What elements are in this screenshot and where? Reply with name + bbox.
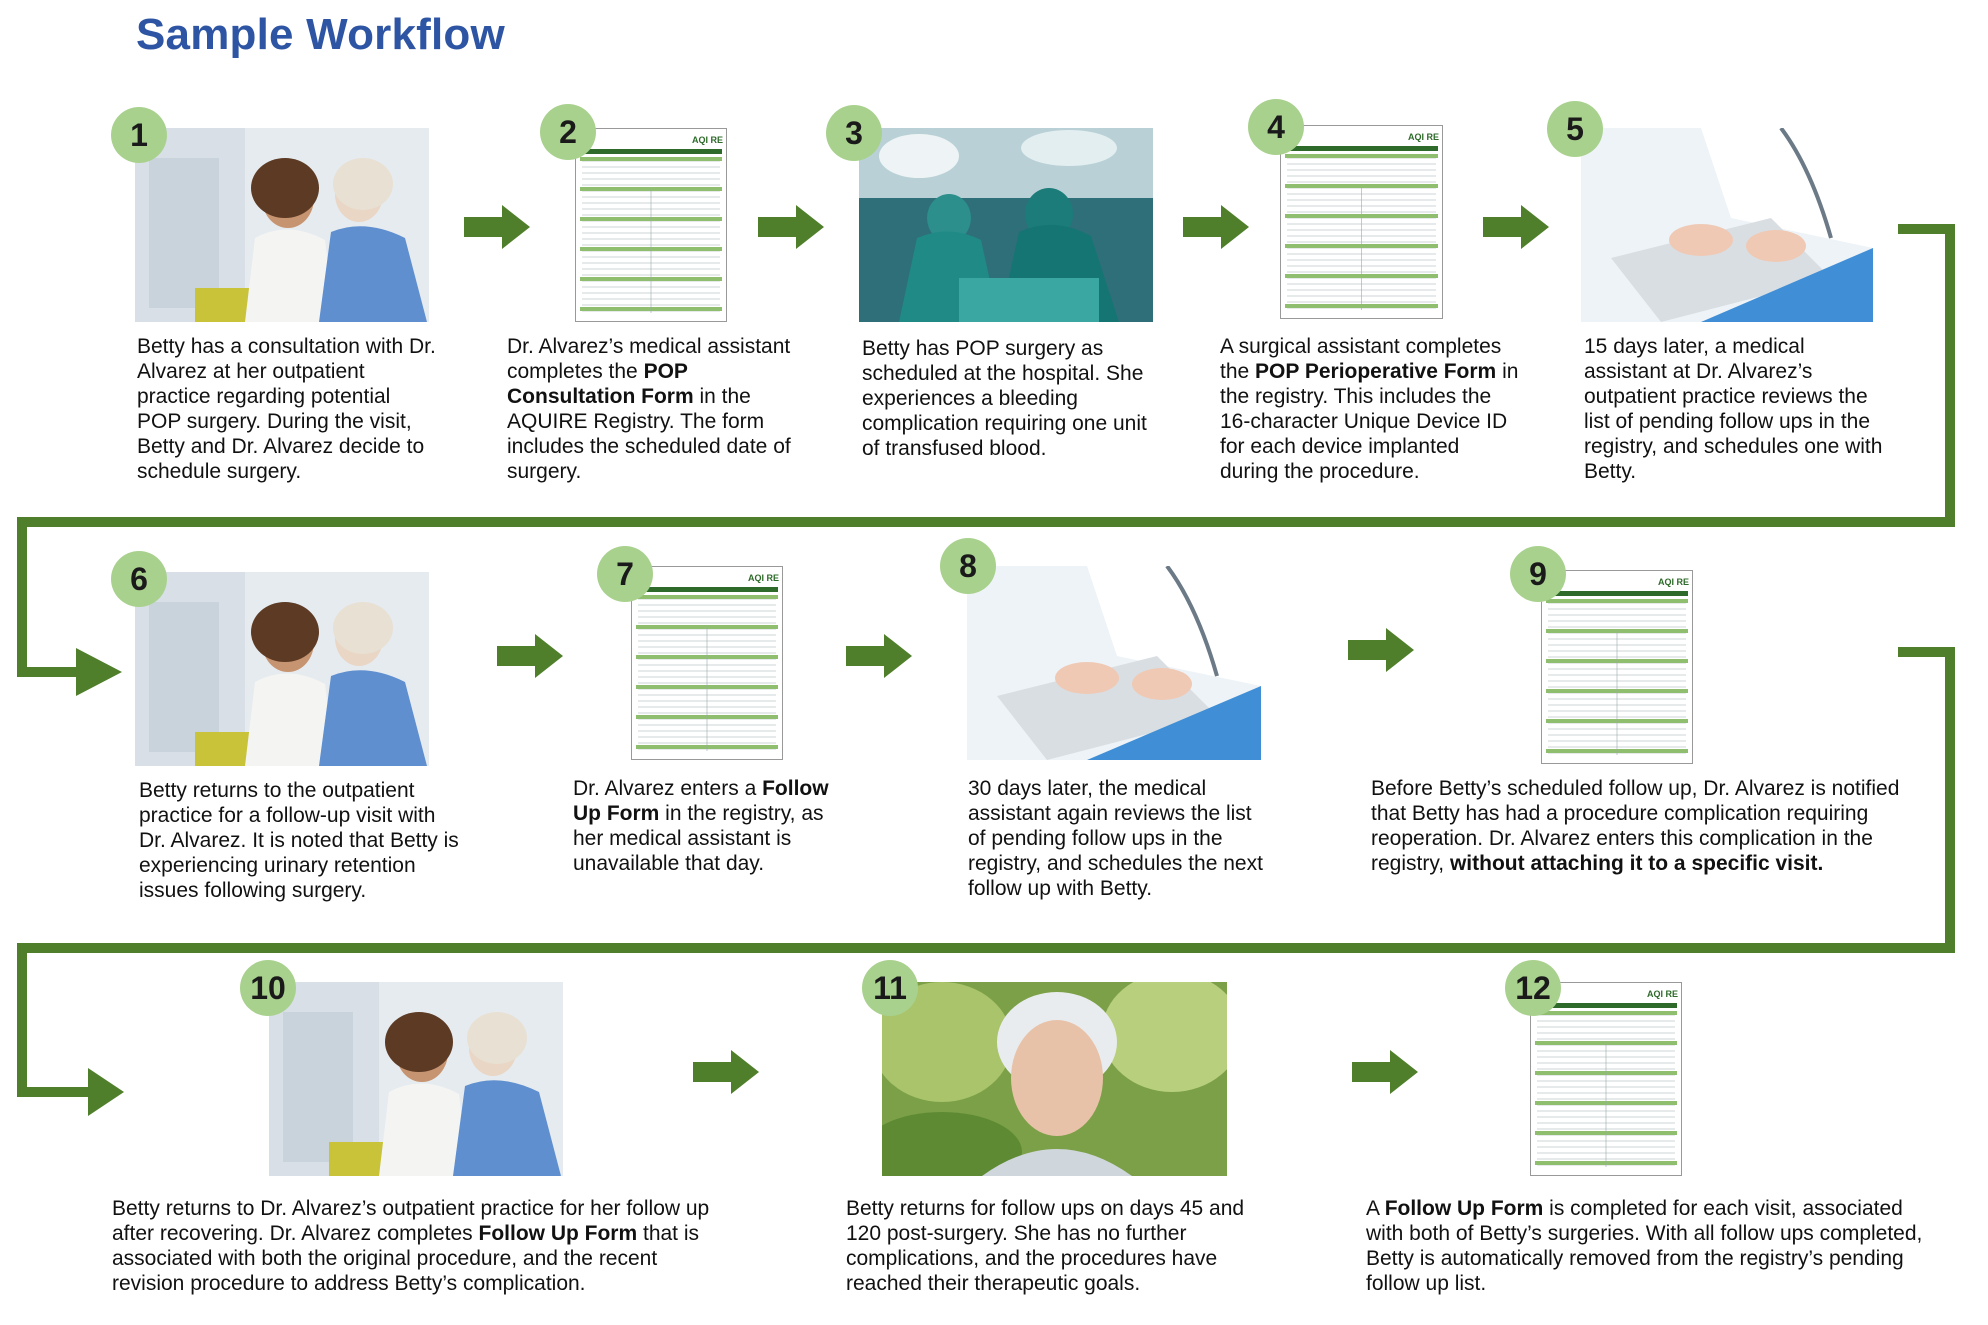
emphasized-text: without attaching it to a specific visit…: [1449, 852, 1824, 875]
consultation-photo: [269, 982, 563, 1176]
step-number-badge: 4: [1248, 99, 1304, 155]
text-segment: Dr. Alvarez enters a: [573, 777, 763, 800]
surgery-photo: [859, 128, 1153, 322]
step-description: Betty has a consultation with Dr. Alvare…: [137, 334, 437, 484]
follow-up-form-thumbnail: AQI RE: [1530, 982, 1682, 1176]
follow-up-form-thumbnail: AQI RE: [631, 566, 783, 760]
flow-arrow: [693, 1050, 759, 1094]
step-number-badge: 7: [597, 546, 653, 602]
text-segment: Before Betty’s scheduled follow up, Dr. …: [1371, 777, 1900, 875]
text-segment: that is associated with both the origina…: [112, 1222, 700, 1295]
flow-arrow: [1348, 628, 1414, 672]
text-segment: Betty returns to Dr. Alvarez’s outpatien…: [112, 1197, 710, 1245]
text-segment: in the AQUIRE Registry. The form include…: [507, 385, 791, 483]
flow-arrow: [846, 634, 912, 678]
step-description: Dr. Alvarez enters a Follow Up Form in t…: [573, 776, 853, 876]
svg-text:AQI RE: AQI RE: [692, 135, 723, 145]
svg-text:AQI RE: AQI RE: [748, 573, 779, 583]
step-description: Betty returns for follow ups on days 45 …: [846, 1196, 1266, 1296]
step-number-badge: 8: [940, 538, 996, 594]
text-segment: 15 days later, a medical assistant at Dr…: [1584, 335, 1883, 483]
flow-arrow: [1352, 1050, 1418, 1094]
step-description: Dr. Alvarez’s medical assistant complete…: [507, 334, 807, 484]
laptop-photo: [967, 566, 1261, 760]
emphasized-text: Follow Up Form: [478, 1222, 638, 1245]
text-segment: in the registry. This includes the 16-ch…: [1220, 360, 1519, 483]
text-segment: in the registry, as her medical assistan…: [573, 802, 824, 875]
svg-text:AQI RE: AQI RE: [1658, 577, 1689, 587]
step-description: 30 days later, the medical assistant aga…: [968, 776, 1268, 901]
flow-arrow: [758, 205, 824, 249]
text-segment: 30 days later, the medical assistant aga…: [968, 777, 1263, 900]
step-description: Betty has POP surgery as scheduled at th…: [862, 336, 1162, 461]
step-description: A Follow Up Form is completed for each v…: [1366, 1196, 1926, 1296]
text-segment: Dr. Alvarez’s medical assistant complete…: [507, 335, 791, 383]
step-description: Betty returns to the outpatient practice…: [139, 778, 459, 903]
laptop-photo: [1581, 128, 1873, 322]
flow-arrow: [497, 634, 563, 678]
flow-arrow: [1183, 205, 1249, 249]
step-number-badge: 11: [862, 960, 918, 1016]
patient-portrait-photo: [882, 982, 1227, 1176]
step-description: Before Betty’s scheduled follow up, Dr. …: [1371, 776, 1901, 876]
text-segment: Betty has a consultation with Dr. Alvare…: [137, 335, 436, 483]
flow-arrow: [464, 205, 530, 249]
step-number-badge: 5: [1547, 101, 1603, 157]
flow-arrow: [1483, 205, 1549, 249]
svg-text:AQI RE: AQI RE: [1647, 989, 1678, 999]
emphasized-text: POP Consultation Form: [507, 360, 694, 408]
consultation-photo: [135, 128, 429, 322]
step-number-badge: 3: [826, 105, 882, 161]
emphasized-text: Follow Up Form: [1384, 1197, 1544, 1220]
step-number-badge: 9: [1510, 546, 1566, 602]
text-segment: A: [1366, 1197, 1385, 1220]
step-number-badge: 12: [1505, 960, 1561, 1016]
step-description: 15 days later, a medical assistant at Dr…: [1584, 334, 1884, 484]
text-segment: A surgical assistant completes the: [1220, 335, 1502, 383]
consultation-form-thumbnail: AQI RE: [575, 128, 727, 322]
svg-text:AQI RE: AQI RE: [1408, 132, 1439, 142]
text-segment: Betty returns for follow ups on days 45 …: [846, 1197, 1245, 1295]
perioperative-form-thumbnail: AQI RE: [1280, 125, 1443, 319]
emphasized-text: Follow Up Form: [573, 777, 829, 825]
step-description: Betty returns to Dr. Alvarez’s outpatien…: [112, 1196, 712, 1296]
step-number-badge: 6: [111, 551, 167, 607]
page-title: Sample Workflow: [136, 10, 505, 59]
follow-up-form-thumbnail: AQI RE: [1541, 570, 1693, 764]
text-segment: Betty returns to the outpatient practice…: [139, 779, 459, 902]
text-segment: is completed for each visit, associated …: [1366, 1197, 1923, 1295]
step-number-badge: 2: [540, 104, 596, 160]
step-description: A surgical assistant completes the POP P…: [1220, 334, 1520, 484]
consultation-photo: [135, 572, 429, 766]
emphasized-text: POP Perioperative Form: [1255, 360, 1497, 383]
text-segment: Betty has POP surgery as scheduled at th…: [862, 337, 1147, 460]
step-number-badge: 1: [111, 107, 167, 163]
step-number-badge: 10: [240, 960, 296, 1016]
